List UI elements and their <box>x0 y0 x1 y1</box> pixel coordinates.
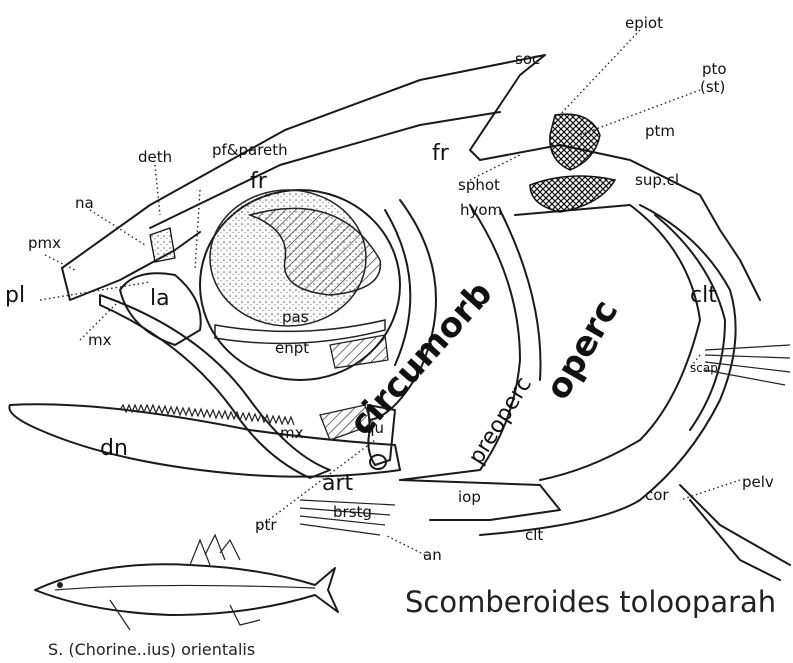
label-scap: scap <box>690 361 718 375</box>
label-preoperc: preoperc <box>464 373 537 469</box>
label-pelv: pelv <box>742 473 774 491</box>
label-iop: iop <box>458 488 481 506</box>
label-pf-pareth: pf&pareth <box>212 141 288 159</box>
label-enpt: enpt <box>275 339 309 357</box>
label-na: na <box>75 194 94 212</box>
leader-pf-pareth <box>195 190 200 270</box>
label-brstg: brstg <box>333 503 372 521</box>
label-supcl: sup.cl <box>635 171 679 189</box>
cleithrum-inner <box>655 215 725 430</box>
label-clt-upper: clt <box>690 283 717 308</box>
label-clt-lower: clt <box>525 526 543 544</box>
label-ptm: ptm <box>645 122 675 140</box>
nasal-stipple <box>150 228 175 262</box>
label-pto-st: (st) <box>700 78 725 96</box>
leader-an <box>385 535 425 555</box>
pterotic-hatched <box>550 114 600 170</box>
leader-pelv <box>680 480 740 500</box>
diagram-title: Scomberoides tolooparah <box>405 585 776 619</box>
label-hyom: hyom <box>460 201 502 219</box>
label-dn: dn <box>100 436 128 461</box>
label-pto: pto <box>702 60 727 78</box>
label-deth: deth <box>138 148 172 166</box>
label-epiot: epiot <box>625 14 663 32</box>
label-pl: pl <box>5 283 25 308</box>
snout-lower-outline <box>62 232 200 300</box>
label-fr-upper: fr <box>432 141 450 166</box>
leader-pto <box>580 90 700 135</box>
label-sphot: sphot <box>458 176 500 194</box>
label-qu: qu <box>365 419 384 437</box>
leader-epiot <box>555 30 640 120</box>
label-pas: pas <box>282 308 309 326</box>
label-soc: soc <box>515 50 540 68</box>
label-operc: operc <box>538 293 626 406</box>
inset-caption: S. (Chorine..ius) orientalis <box>48 640 255 659</box>
label-an: an <box>423 546 442 564</box>
label-mx-lower: mx <box>280 424 304 442</box>
leader-deth <box>155 165 160 215</box>
label-fr-lower: fr <box>250 169 268 194</box>
label-mx-upper: mx <box>88 331 112 349</box>
label-pmx: pmx <box>28 234 61 252</box>
label-cor: cor <box>645 486 669 504</box>
circumorbital-inner <box>385 210 410 365</box>
pelvic-outline <box>680 485 790 580</box>
label-ptr: ptr <box>255 516 277 534</box>
label-art: art <box>322 471 354 496</box>
inset-fish-drawing <box>35 535 338 630</box>
label-la: la <box>150 286 170 311</box>
